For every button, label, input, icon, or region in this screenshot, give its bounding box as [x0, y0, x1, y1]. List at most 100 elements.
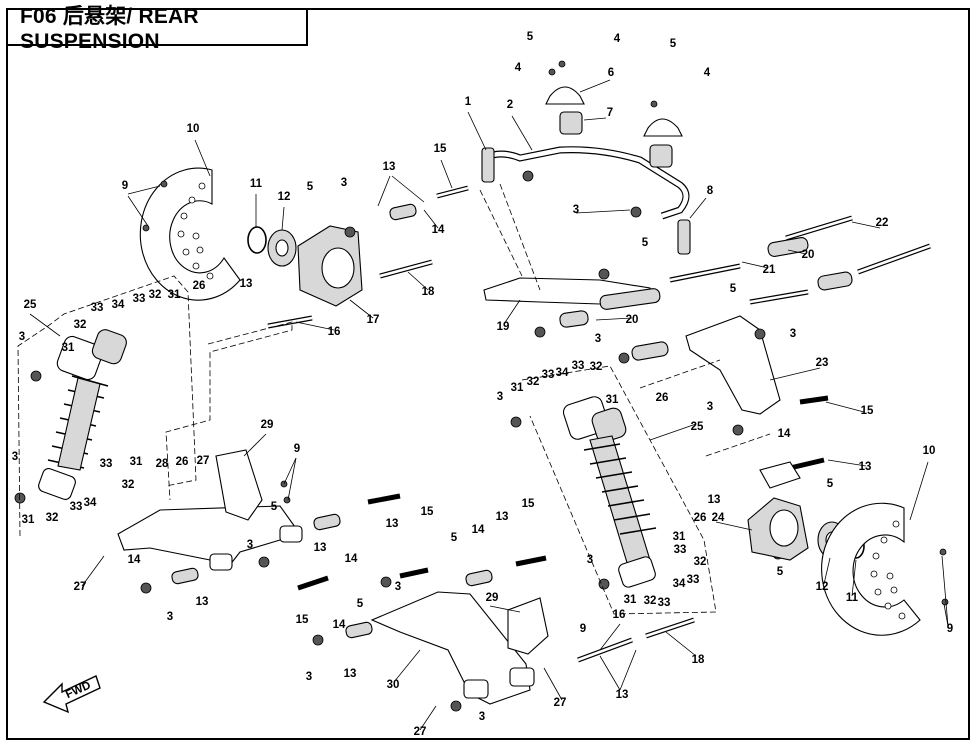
diagram-title: F06 后悬架/ REAR SUSPENSION — [20, 5, 199, 53]
part-callout: 32 — [74, 319, 87, 331]
part-callout: 27 — [414, 726, 427, 738]
part-callout: 3 — [247, 539, 253, 551]
part-callout: 13 — [386, 518, 399, 530]
part-callout: 19 — [497, 321, 510, 333]
upper-arm-23 — [685, 315, 781, 415]
part-callout: 15 — [522, 498, 535, 510]
part-callout: 20 — [626, 314, 639, 326]
part-callout: 5 — [527, 31, 534, 43]
part-callout: 33 — [674, 544, 687, 556]
bolts-inner — [267, 186, 931, 662]
part-callout: 10 — [187, 123, 200, 135]
part-callout: 33 — [658, 597, 671, 609]
part-callout: 13 — [708, 494, 721, 506]
brake-disc-right — [821, 502, 921, 636]
part-callout: 13 — [240, 278, 253, 290]
part-callout: 31 — [673, 531, 686, 543]
part-callout: 18 — [422, 286, 435, 298]
part-callout: 34 — [673, 578, 686, 590]
part-callout: 3 — [479, 711, 485, 723]
part-callout: 21 — [763, 264, 776, 276]
part-callout: 3 — [790, 328, 796, 340]
part-callout: 32 — [122, 479, 135, 491]
part-callout: 5 — [777, 566, 784, 578]
part-callout: 15 — [861, 405, 874, 417]
sway-bar-link — [481, 147, 691, 255]
part-callout: 3 — [587, 554, 593, 566]
part-callout: 26 — [193, 280, 206, 292]
part-callout: 22 — [876, 217, 889, 229]
part-callout: 33 — [572, 360, 585, 372]
leader-lines — [29, 79, 949, 731]
part-callout: 33 — [542, 369, 555, 381]
part-callout: 3 — [167, 611, 173, 623]
snap-ring-left — [247, 226, 267, 254]
part-callout: 4 — [614, 33, 621, 45]
knuckle-right — [747, 461, 809, 561]
part-callout: 33 — [91, 302, 104, 314]
part-callout: 15 — [296, 614, 309, 626]
part-callout: 3 — [306, 671, 312, 683]
part-callout: 3 — [497, 391, 503, 403]
part-callout: 13 — [196, 596, 209, 608]
shock-left — [38, 329, 127, 500]
part-callout: 3 — [707, 401, 713, 413]
part-callout: 31 — [511, 382, 524, 394]
fwd-arrow-icon: FWD — [42, 675, 101, 714]
part-callout: 17 — [367, 314, 380, 326]
part-callout: 13 — [496, 511, 509, 523]
part-callout: 3 — [341, 177, 347, 189]
part-callout: 4 — [704, 67, 711, 79]
shock-right — [562, 396, 657, 588]
part-callout: 31 — [62, 342, 75, 354]
lower-arm-30 — [370, 591, 535, 705]
part-callout: 14 — [333, 619, 346, 631]
part-callout: 10 — [923, 445, 936, 457]
part-callout: 32 — [46, 512, 59, 524]
part-callout: 13 — [616, 689, 629, 701]
part-callout: 3 — [573, 204, 579, 216]
part-callout: 9 — [122, 180, 128, 192]
title-box: F06 后悬架/ REAR SUSPENSION — [6, 5, 308, 53]
part-callout: 14 — [432, 224, 445, 236]
part-callout: 5 — [451, 532, 458, 544]
part-callout: 13 — [383, 161, 396, 173]
part-callout: 18 — [692, 654, 705, 666]
part-callout: 1 — [465, 96, 472, 108]
part-callout: 3 — [12, 451, 18, 463]
skid-plate-29-right — [507, 597, 549, 655]
part-callout: 12 — [816, 581, 829, 593]
part-callout: 13 — [314, 542, 327, 554]
skid-plate-29-left — [215, 449, 263, 521]
part-callout: 26 — [176, 456, 189, 468]
part-callout: 3 — [19, 331, 25, 343]
part-callout: 28 — [156, 458, 169, 470]
part-callout: 5 — [271, 501, 278, 513]
part-callout: 5 — [827, 478, 834, 490]
part-callout: 2 — [507, 99, 513, 111]
part-callout: 29 — [261, 419, 274, 431]
brake-disc-left — [139, 167, 241, 301]
part-callout: 14 — [128, 554, 141, 566]
part-callout: 5 — [730, 283, 737, 295]
part-callout: 27 — [554, 697, 567, 709]
part-callout: 32 — [644, 595, 657, 607]
part-callout: 33 — [70, 501, 83, 513]
part-callout: 31 — [168, 289, 181, 301]
part-callout: 7 — [607, 107, 613, 119]
part-callout: 26 — [694, 512, 707, 524]
part-callout: 27 — [197, 455, 210, 467]
part-callout: 20 — [802, 249, 815, 261]
part-callout: 4 — [515, 62, 522, 74]
part-callout: 31 — [22, 514, 35, 526]
nuts — [14, 60, 949, 712]
part-callout: 14 — [778, 428, 791, 440]
sway-bar-bushing-right — [643, 118, 683, 168]
part-callout: 9 — [294, 443, 300, 455]
part-callout: 29 — [486, 592, 499, 604]
bushings — [171, 203, 853, 639]
part-callout: 11 — [250, 178, 263, 190]
part-callout: 8 — [707, 185, 714, 197]
wheel-bearing-left — [267, 229, 297, 267]
